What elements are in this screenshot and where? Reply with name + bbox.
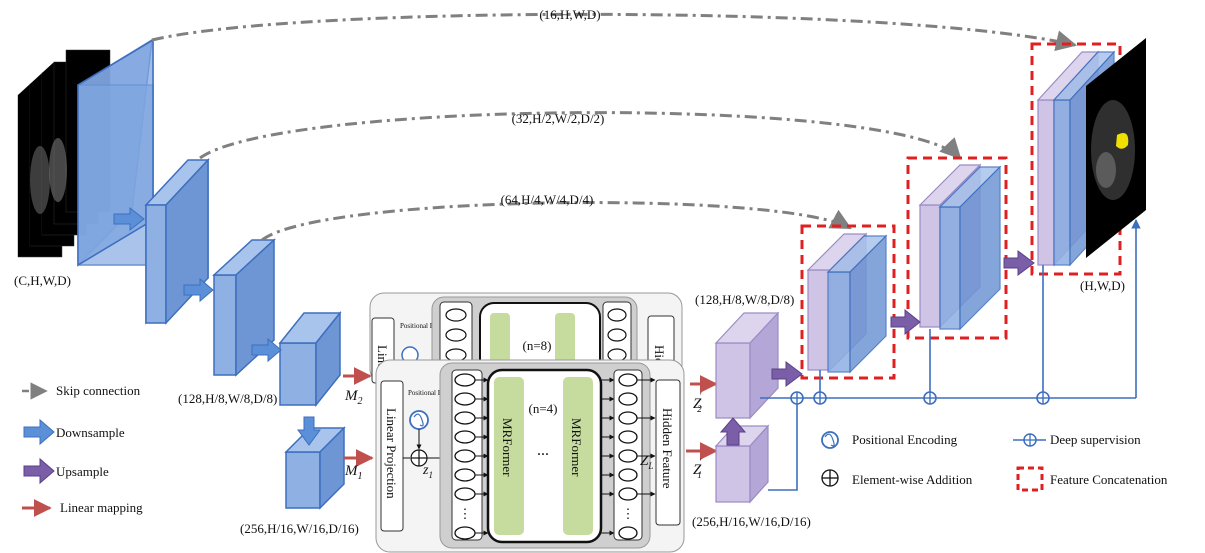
encoder-dim-label-4: (128,H/8,W/8,D/8) bbox=[178, 391, 277, 406]
front-positional-encoding-label-line: Positional Encoding bbox=[408, 389, 465, 397]
downsample-arrows bbox=[113, 206, 321, 446]
m1-label: M1 bbox=[344, 463, 363, 482]
front-hidden-feature-label: Hidden Feature bbox=[660, 408, 675, 489]
legend-concat-label: Feature Concatenation bbox=[1050, 472, 1168, 487]
front-input-arrows bbox=[475, 377, 489, 536]
concat-box-2 bbox=[906, 156, 1008, 340]
concat-box-1 bbox=[800, 224, 896, 380]
legend-skip-label: Skip connection bbox=[56, 383, 141, 398]
front-linear-projection-box bbox=[380, 380, 404, 532]
skip-dim-label-3: (64,H/4,W/4,D/4) bbox=[501, 192, 594, 207]
legend-supervision-label: Deep supervision bbox=[1050, 432, 1141, 447]
downsample-arrow-2 bbox=[183, 277, 214, 303]
encoder-block-3 bbox=[212, 238, 276, 377]
mrformer-left-block bbox=[494, 377, 524, 535]
output-segmentation-image bbox=[1086, 38, 1146, 258]
skip-dim-label-2: (32,H/2,W/2,D/2) bbox=[512, 111, 605, 126]
skip-connections bbox=[151, 12, 1078, 242]
decoder-dim-label-4: (128,H/8,W/8,D/8) bbox=[695, 292, 794, 307]
decoder-concat-block-1 bbox=[800, 224, 896, 380]
upsample-arrow-2 bbox=[890, 308, 921, 336]
legend-downsample-label: Downsample bbox=[56, 425, 125, 440]
legend-element-wise-addition: Element-wise Addition bbox=[821, 469, 973, 487]
legend-upsample: Upsample bbox=[23, 457, 109, 485]
legend-skip-connection: Skip connection bbox=[22, 382, 141, 400]
back-positional-encoding-label: Positional Encoding bbox=[400, 322, 457, 330]
legend-positional-encoding: Positional Encoding bbox=[821, 431, 958, 449]
front-output-vdots: ⋮ bbox=[622, 506, 635, 521]
linear-mapping-arrows bbox=[343, 367, 718, 467]
encoder-block-1 bbox=[77, 38, 154, 267]
upsample-arrow-1 bbox=[771, 361, 803, 387]
m2-label: M2 bbox=[344, 388, 363, 407]
legend-deep-supervision: Deep supervision bbox=[1013, 432, 1141, 447]
legend-positional-label: Positional Encoding bbox=[852, 432, 958, 447]
mrformer-left-label: MRFormer bbox=[500, 418, 515, 477]
output-dim-label: (H,W,D) bbox=[1080, 278, 1125, 293]
legend-linear-mapping: Linear mapping bbox=[22, 499, 143, 517]
upsample-arrow-3 bbox=[1003, 250, 1035, 276]
skip-connection-3 bbox=[261, 201, 852, 242]
decoder-block-z1 bbox=[714, 424, 770, 504]
mrformer-right-block bbox=[563, 377, 593, 535]
input-dim-label: (C,H,W,D) bbox=[14, 273, 71, 288]
zp1-label: Z'1 bbox=[693, 457, 702, 480]
front-n-label: (n=4) bbox=[529, 401, 558, 416]
downsample-arrow-3 bbox=[251, 337, 282, 363]
zp2-label: Z'2 bbox=[693, 391, 702, 414]
mrformer-ellipsis: ... bbox=[537, 442, 549, 459]
legend-feature-concatenation: Feature Concatenation bbox=[1016, 466, 1168, 492]
legend-linear-label: Linear mapping bbox=[60, 500, 143, 515]
downsample-arrow-1 bbox=[113, 206, 145, 232]
legend-right: Positional Encoding Element-wise Additio… bbox=[821, 431, 1168, 492]
upsample-arrows bbox=[771, 250, 1035, 387]
legend-left: Skip connection Downsample Upsample Line… bbox=[22, 382, 143, 517]
legend-downsample: Downsample bbox=[23, 418, 125, 446]
segmentation-highlight bbox=[1116, 132, 1129, 149]
skip-connection-2 bbox=[199, 111, 962, 160]
decoder-block-z2 bbox=[714, 311, 780, 420]
downsample-arrow-4 bbox=[297, 416, 321, 446]
front-input-vdots: ⋮ bbox=[459, 506, 472, 521]
encoder-block-4 bbox=[278, 310, 342, 408]
front-positional-encoding-icon bbox=[409, 410, 429, 430]
zl-label: ZL bbox=[640, 453, 653, 471]
skip-dim-label-1: (16,H,W,D) bbox=[539, 7, 600, 22]
transformer-front-panel: Linear Projection Positional Encoding z1… bbox=[375, 359, 685, 553]
decoder-concat-block-2 bbox=[906, 156, 1008, 340]
encoder-block-5 bbox=[284, 426, 346, 510]
encoder-dim-label-5: (256,H/16,W/16,D/16) bbox=[240, 521, 359, 536]
legend-upsample-label: Upsample bbox=[56, 464, 109, 479]
mrformer-right-label: MRFormer bbox=[569, 418, 584, 477]
back-n-label: (n=8) bbox=[523, 338, 552, 353]
decoder-dim-label-5: (256,H/16,W/16,D/16) bbox=[692, 514, 811, 529]
legend-addition-label: Element-wise Addition bbox=[852, 472, 973, 487]
front-linear-projection-label: Linear Projection bbox=[384, 408, 399, 499]
upsample-arrow-vertical bbox=[719, 417, 747, 446]
front-output-arrows bbox=[601, 377, 615, 536]
z1-label: z1 bbox=[422, 463, 433, 480]
skip-connection-1 bbox=[151, 12, 1078, 52]
front-hidden-feature-box bbox=[655, 379, 681, 526]
encoder-block-2 bbox=[144, 158, 210, 325]
